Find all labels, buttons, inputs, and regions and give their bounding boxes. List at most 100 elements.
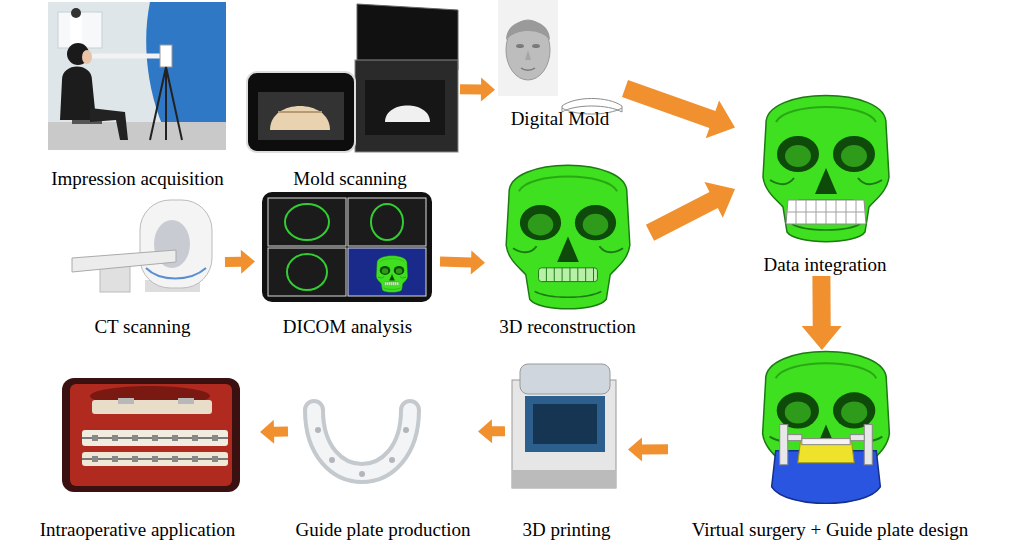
impression-photo-part <box>90 108 128 140</box>
step-node: Data integration <box>735 78 915 276</box>
flow-arrow <box>440 250 485 274</box>
flow-arrow <box>225 250 255 274</box>
impression-photo-part <box>48 122 226 150</box>
dicom-viewer-part <box>287 254 327 290</box>
mold-scanner-part <box>270 106 330 130</box>
step-caption: DICOM analysis <box>281 316 414 338</box>
virtual-surgery-skull <box>763 352 890 504</box>
step-caption: 3D reconstruction <box>497 316 638 338</box>
ct-scanner-part <box>146 268 206 279</box>
flow-arrow <box>478 419 505 443</box>
impression-photo-part <box>92 54 162 59</box>
ct-scanner-part <box>100 266 130 292</box>
dicom-viewer-part <box>268 198 346 246</box>
digital-mold-part <box>506 21 550 41</box>
ct-scanner-part <box>72 250 176 272</box>
digital-mold <box>498 0 622 114</box>
step-caption: Guide plate production <box>293 519 472 541</box>
guide-plate-part <box>389 457 395 463</box>
step-node: Intraoperative application <box>15 372 260 541</box>
flow-arrow <box>622 80 735 138</box>
impression-photo-part <box>82 50 92 64</box>
guide-plate-part <box>359 471 365 477</box>
dicom-viewer-part <box>285 204 329 240</box>
step-node: Digital Mold <box>495 0 625 130</box>
step-caption: Mold scanning <box>291 168 408 190</box>
step-node: Mold scanning <box>240 0 460 190</box>
step-caption: CT scanning <box>92 316 192 338</box>
surgery-photo-part <box>92 456 218 462</box>
digital-mold-part <box>516 44 524 48</box>
integrated-skull-part <box>763 96 889 242</box>
surgery-photo-part <box>92 435 218 441</box>
surgery-photo-part <box>82 452 228 466</box>
surgery-photo-part <box>82 430 228 446</box>
dicom-viewer-part <box>348 198 426 246</box>
step-node: 3D reconstruction <box>485 150 650 338</box>
step-caption: Data integration <box>762 254 889 276</box>
3d-printer <box>512 364 616 488</box>
mold-scanner-part <box>278 111 322 113</box>
surgery-photo-part <box>178 398 194 404</box>
dicom-viewer-part <box>371 204 403 240</box>
digital-mold-part <box>532 44 540 48</box>
step-node: Virtual surgery + Guide plate design <box>668 350 992 541</box>
impression-photo <box>48 2 226 150</box>
step-node: DICOM analysis <box>255 188 440 338</box>
step-caption: Virtual surgery + Guide plate design <box>690 519 971 541</box>
integrated-skull <box>763 96 889 242</box>
mold-scanner-part <box>258 92 344 140</box>
integrated-skull-part <box>786 200 866 224</box>
virtual-surgery-skull-part <box>763 352 890 504</box>
step-caption: Intraoperative application <box>38 519 238 541</box>
3d-printer-part <box>525 396 605 452</box>
3d-printer-part <box>520 364 610 394</box>
flow-arrow <box>460 78 495 102</box>
step-node: Impression acquisition <box>40 0 235 190</box>
guide-plate-part <box>314 410 410 473</box>
step-caption: Digital Mold <box>509 108 612 130</box>
flow-arrow <box>802 276 842 350</box>
integrated-skull-part <box>786 200 866 224</box>
surgery-photo <box>62 378 240 492</box>
dicom-viewer <box>262 192 432 302</box>
guide-plate-part <box>314 410 410 473</box>
ct-scanner-part <box>140 200 212 288</box>
impression-photo-part <box>71 8 81 18</box>
mold-scanner-part <box>247 72 355 152</box>
mold-scanner <box>247 4 458 152</box>
impression-photo-part <box>48 2 226 150</box>
mold-scanner-part <box>355 60 458 152</box>
digital-mold-part <box>525 50 531 60</box>
digital-mold-part <box>521 68 535 70</box>
dicom-viewer-part <box>376 256 408 293</box>
impression-photo-part <box>58 12 102 48</box>
mold-scanner-part <box>365 80 445 135</box>
digital-mold-part <box>498 0 558 96</box>
step-node: Guide plate production <box>288 395 478 541</box>
surgery-photo-part <box>118 398 134 404</box>
guide-plate-part <box>329 457 335 463</box>
surgery-photo-part <box>62 378 240 492</box>
3d-printer-part <box>512 380 616 488</box>
guide-plate-part <box>403 427 409 433</box>
guide-plate <box>314 410 410 477</box>
ct-scanner <box>72 200 212 292</box>
step-caption: 3D printing <box>520 519 612 541</box>
dicom-viewer-part <box>262 192 432 302</box>
3d-printer-part <box>533 404 597 444</box>
digital-mold-part <box>506 20 550 80</box>
impression-photo-part <box>160 45 172 67</box>
step-node: 3D printing <box>505 358 628 541</box>
reconstructed-skull-part <box>506 165 630 309</box>
reconstructed-skull <box>506 165 630 309</box>
3d-printer-part <box>512 470 616 488</box>
step-caption: Impression acquisition <box>49 168 226 190</box>
surgery-photo-part <box>70 384 232 486</box>
dicom-viewer-part <box>268 248 346 296</box>
guide-plate-part <box>315 427 321 433</box>
dicom-viewer-part <box>348 248 426 296</box>
flow-arrow <box>646 182 735 241</box>
